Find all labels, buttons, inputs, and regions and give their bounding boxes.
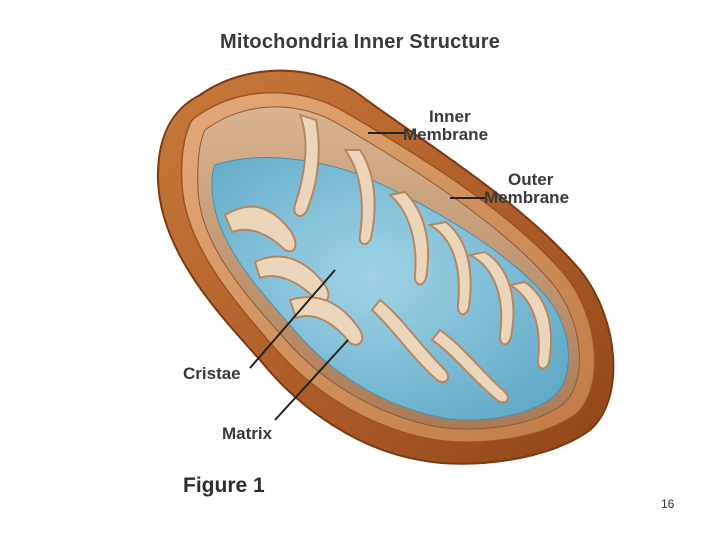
label-cristae: Cristae [183,364,241,383]
label-outer-membrane: Outer Membrane [484,171,569,207]
label-outer-membrane-line2: Membrane [484,188,570,207]
label-inner-membrane-line2: Membrane [403,125,489,144]
cristae-folds [223,113,553,404]
cristae-leader [249,269,336,369]
label-inner-membrane-line1: Inner [429,107,471,126]
figure-caption: Figure 1 [183,474,265,497]
matrix-leader [274,339,349,421]
label-matrix: Matrix [222,424,273,443]
page-number: 16 [661,497,675,511]
label-outer-membrane-line1: Outer [508,170,554,189]
label-inner-membrane: Inner Membrane [403,108,488,144]
diagram-title: Mitochondria Inner Structure [219,31,501,53]
leader-lines [249,132,485,421]
